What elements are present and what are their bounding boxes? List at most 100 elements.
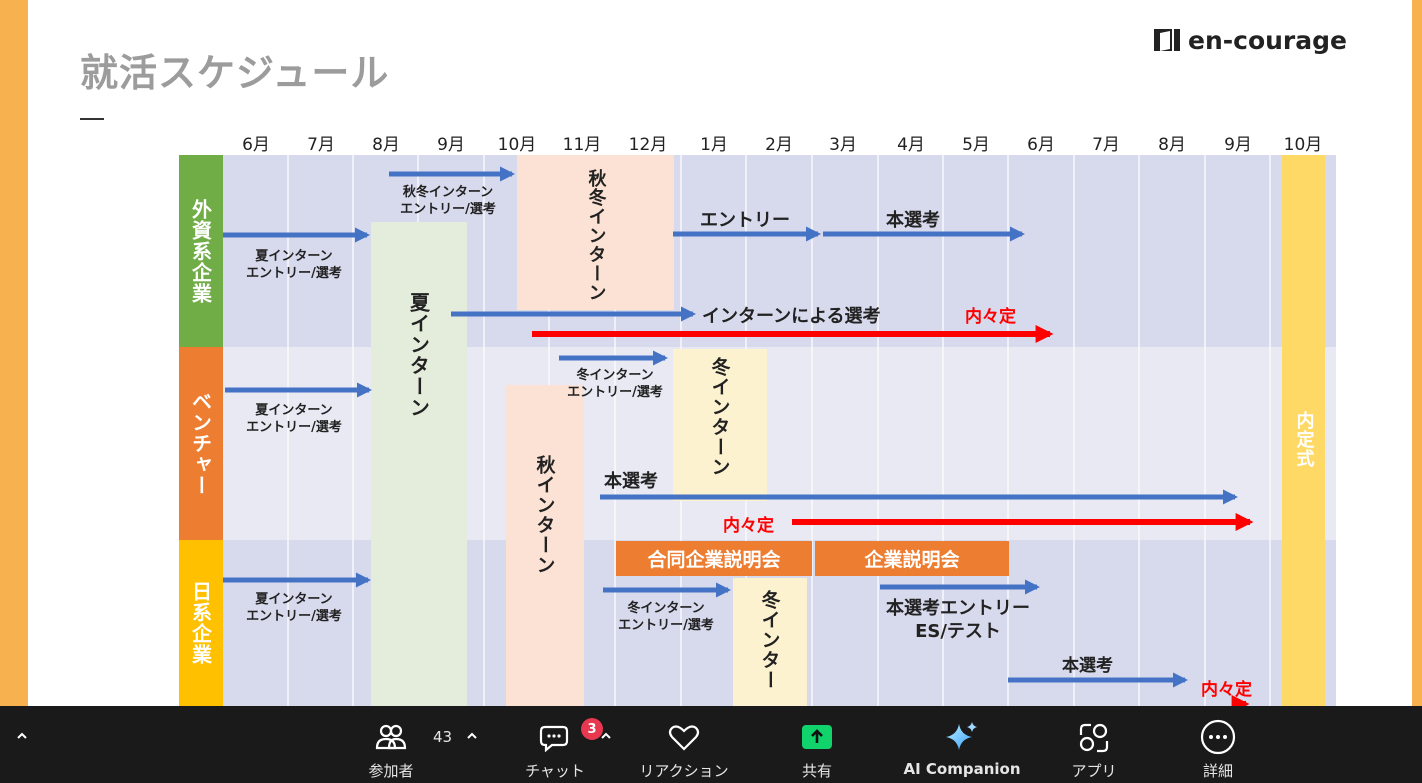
slide-title: 就活スケジュール: [80, 51, 390, 95]
title-underline: [80, 118, 104, 120]
logo-icon: [1154, 29, 1180, 51]
nikkei-winter-entry-label: 冬インターン エントリー/選考: [606, 600, 726, 634]
label-line: エントリー/選考: [567, 385, 663, 400]
reactions-label: リアクション: [639, 762, 729, 780]
apps-button[interactable]: アプリ: [1066, 706, 1122, 783]
venture-naitei-label: 内々定: [723, 516, 774, 536]
gaishi-aw-entry-label: 秋冬インターン エントリー/選考: [388, 184, 508, 218]
category-nikkei: 日系企業: [179, 540, 223, 706]
chat-unread-badge: 3: [581, 718, 603, 740]
chat-icon-wrap: 3: [539, 718, 603, 754]
venture-winter-entry-label: 冬インターン エントリー/選考: [555, 367, 675, 401]
gaishi-naitei-label: 内々定: [965, 307, 1016, 327]
chat-options-chevron-icon[interactable]: [600, 726, 612, 745]
month-label: 3月: [829, 135, 857, 155]
label-line: 冬インターン: [627, 601, 705, 616]
reactions-button[interactable]: リアクション: [639, 706, 729, 783]
slide-right-accent: [1412, 0, 1422, 706]
chat-label: チャット: [525, 762, 585, 780]
autumn-intern-block: 秋インターン: [506, 385, 584, 706]
label-line: エントリー/選考: [246, 609, 342, 624]
ai-companion-button[interactable]: AI Companion: [896, 706, 1028, 783]
month-label: 10月: [1283, 135, 1323, 155]
winter-intern-label-nikkei: 冬インター: [758, 590, 781, 690]
gaishi-selection-label: 本選考: [886, 210, 940, 231]
month-label: 9月: [1224, 135, 1252, 155]
category-gaishi: 外資系企業: [179, 155, 223, 347]
participants-button[interactable]: 43 参加者: [358, 706, 452, 783]
month-label: 12月: [628, 135, 668, 155]
summer-intern-label: 夏インターン: [406, 292, 431, 418]
gaishi-entry-label: エントリー: [700, 210, 790, 231]
gaishi-summer-entry-label: 夏インターン エントリー/選考: [234, 248, 354, 282]
share-label: 共有: [801, 762, 832, 780]
month-label: 5月: [962, 135, 990, 155]
nikkei-summer-entry-label: 夏インターン エントリー/選考: [234, 591, 354, 625]
ceremony-column: 内定式: [1282, 155, 1325, 706]
label-line: エントリー/選考: [246, 266, 342, 281]
month-label: 6月: [242, 135, 270, 155]
sparkle-icon: [946, 722, 977, 750]
month-label: 1月: [700, 135, 728, 155]
share-screen-icon: [802, 725, 832, 749]
autumn-winter-intern-label: 秋冬インターン: [585, 169, 607, 302]
winter-intern-block-venture: 冬インターン: [673, 349, 767, 501]
more-icon-wrap: [1200, 719, 1236, 755]
gaishi-intern-selection-label: インターンによる選考: [702, 306, 881, 327]
grid-lines: [0, 0, 1422, 706]
month-label: 2月: [765, 135, 793, 155]
more-label: 詳細: [1202, 762, 1233, 780]
label-line: 秋冬インターン: [402, 185, 494, 200]
month-label: 7月: [1092, 135, 1120, 155]
month-label: 7月: [307, 135, 335, 155]
month-label: 8月: [1158, 135, 1186, 155]
en-courage-logo: en-courage: [1152, 24, 1347, 56]
reactions-icon-wrap: [667, 720, 701, 754]
summer-intern-block: 夏インターン: [371, 222, 467, 706]
venture-selection-label: 本選考: [604, 471, 658, 492]
label-line: ES/テスト: [915, 621, 1001, 642]
participants-options-chevron-icon[interactable]: [466, 726, 478, 745]
participants-count: 43: [433, 728, 453, 746]
joint-seminar-box: 合同企業説明会: [616, 541, 812, 576]
ceremony-label: 内定式: [1293, 411, 1315, 468]
label-line: エントリー/選考: [246, 420, 342, 435]
share-button[interactable]: 共有: [784, 706, 850, 783]
apps-label: アプリ: [1071, 762, 1117, 780]
apps-icon-wrap: [1077, 720, 1111, 754]
venture-summer-entry-label: 夏インターン エントリー/選考: [234, 402, 354, 436]
more-button[interactable]: 詳細: [1190, 706, 1246, 783]
chat-button[interactable]: 3 チャット: [520, 706, 603, 783]
share-icon-wrap: [799, 720, 835, 754]
label-line: 冬インターン: [576, 368, 654, 383]
participants-label: 参加者: [368, 762, 414, 780]
autumn-winter-intern-block: 秋冬インターン: [517, 155, 674, 310]
label-line: エントリー/選考: [618, 618, 714, 633]
more-options-icon: [1200, 719, 1236, 755]
meeting-toolbar: [0, 706, 1422, 783]
category-venture: ベンチャー: [179, 347, 223, 540]
toolbar-expand-chevron-icon[interactable]: [16, 726, 28, 745]
month-label: 11月: [562, 135, 602, 155]
month-label: 4月: [897, 135, 925, 155]
winter-intern-label-venture: 冬インターン: [708, 357, 731, 477]
slide-left-accent: [0, 0, 28, 706]
ai-companion-label: AI Companion: [903, 760, 1021, 778]
nikkei-naitei-label: 内々定: [1201, 680, 1252, 700]
heart-icon: [668, 725, 700, 751]
participants-icon-wrap: 43: [375, 720, 452, 754]
month-label: 6月: [1027, 135, 1055, 155]
month-label: 10月: [497, 135, 537, 155]
nikkei-selection-label: 本選考: [1062, 656, 1113, 676]
winter-intern-block-nikkei: 冬インター: [733, 578, 807, 706]
company-seminar-box: 企業説明会: [815, 541, 1009, 576]
label-line: 本選考エントリー: [886, 598, 1030, 619]
nikkei-entry-label: 本選考エントリー ES/テスト: [876, 597, 1040, 643]
participants-icon: [375, 724, 407, 750]
ai-companion-icon-wrap: [942, 720, 982, 754]
label-line: 夏インターン: [255, 403, 333, 418]
label-line: 夏インターン: [255, 249, 333, 264]
month-label: 9月: [437, 135, 465, 155]
label-line: エントリー/選考: [400, 202, 496, 217]
